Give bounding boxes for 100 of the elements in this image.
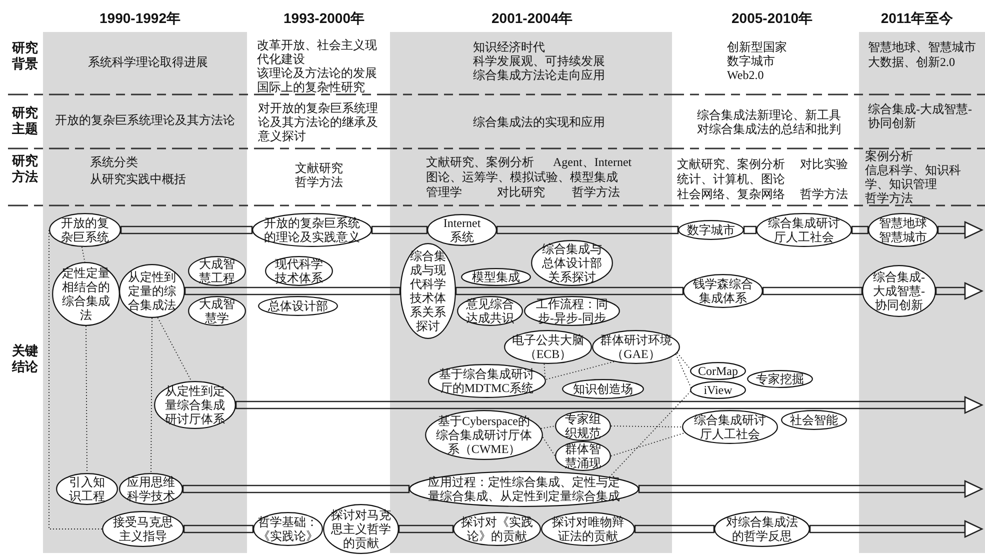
table-text: 该理论及方法论的发展 [257, 66, 377, 80]
concept-ellipse: iView [690, 381, 746, 399]
table-text: 案例分析 [865, 149, 913, 163]
table-text: 哲学方法 [295, 175, 343, 189]
concept-ellipse: 知识创造场 [562, 379, 644, 399]
concept-ellipse: 总体设计部 [258, 296, 338, 316]
double-line [634, 524, 715, 534]
concept-ellipse: 群体研讨环境（GAE） [592, 330, 680, 364]
concept-ellipse: 定性定量相结合的综合集成法 [52, 262, 120, 326]
table-text: 文献研究、案例分析 [426, 155, 534, 169]
table-text: 哲学方法 [572, 185, 620, 199]
hollow-arrow [809, 520, 983, 538]
row-heading: 研究方法 [12, 153, 39, 185]
concept-ellipse: 群体智慧涌现 [555, 441, 611, 471]
double-line [183, 524, 254, 534]
table-text: 科学发展观、可持续发展 [473, 54, 605, 68]
concept-ellipse: 引入知识工程 [56, 473, 118, 505]
double-line [851, 226, 869, 234]
table-text: 哲学方法 [865, 191, 913, 205]
row-heading: 研究主题 [12, 105, 39, 137]
period-heading: 2001-2004年 [492, 10, 572, 26]
table-text: 社会网络、复杂网络 [677, 187, 785, 201]
dotted-line [81, 246, 86, 262]
table-text: 综合集成法的实现和应用 [473, 115, 605, 129]
concept-ellipse: 对综合集成法的哲学反思 [714, 511, 810, 547]
dotted-line [610, 426, 682, 428]
concept-ellipse: 开放的复杂巨系统 [49, 213, 121, 247]
concept-ellipse: 开放的复杂巨系统的理论及实践意义 [252, 213, 372, 247]
concept-ellipse: 模型集成 [461, 268, 531, 286]
table-text: 对综合集成法的总结和批判 [697, 122, 841, 136]
concept-ellipse: 从定性到定量的综合集成法 [119, 264, 185, 318]
double-line [743, 226, 757, 234]
concept-ellipse: 综合集成-大成智慧-协同创新 [862, 265, 936, 317]
table-text: 系统科学理论取得进展 [88, 55, 208, 69]
double-line [496, 226, 679, 234]
period-heading: 2005-2010年 [732, 10, 812, 26]
concept-ellipse: 综合集成与现代科学技术体系关系探讨 [400, 243, 456, 339]
concept-ellipse: 接受马克思主义指导 [102, 511, 184, 547]
table-text: Web2.0 [727, 68, 764, 82]
table-text: 系统分类 [90, 155, 138, 169]
dotted-line [540, 426, 556, 429]
concept-ellipse: 哲学基础：《实践论》 [253, 512, 323, 546]
double-line [398, 524, 454, 534]
concept-ellipse: 钱学森综合集成体系 [683, 274, 763, 308]
period-heading: 2011年至今 [880, 10, 954, 26]
concept-ellipse: 智慧地球智慧城市 [868, 213, 938, 247]
double-line [184, 286, 401, 296]
dotted-line [610, 432, 686, 456]
hollow-arrow [935, 282, 983, 300]
period-heading: 1993-2000年 [284, 10, 364, 26]
table-text: 对比研究 [497, 185, 545, 199]
table-text: 知识经济时代 [473, 40, 545, 54]
concept-ellipse: 专家组织规范 [555, 411, 611, 441]
table-text: 哲学方法 [800, 187, 848, 201]
concept-ellipse: 探讨对《实践论》的贡献 [453, 512, 541, 546]
table-text: 开放的复杂巨系统理论及其方法论 [55, 113, 235, 127]
concept-ellipse: 探讨对马克思主义哲学的贡献 [323, 504, 399, 554]
double-line [182, 484, 410, 494]
table-text: 文献研究、案例分析 [677, 157, 785, 171]
row-heading: 关键结论 [12, 343, 39, 375]
table-text: 改革开放、社会主义现代化建设 [257, 38, 378, 66]
period-heading: 1990-1992年 [100, 10, 180, 26]
table-text: 国际上的复杂性研究 [257, 80, 365, 94]
concept-ellipse: 大成智慧学 [188, 296, 246, 326]
table-text: 文献研究 [295, 161, 343, 175]
dotted-line [150, 318, 152, 474]
dotted-line [544, 363, 546, 378]
table-text: 创新型国家 [727, 40, 787, 54]
dotted-line [676, 352, 691, 370]
table-text: 信息科学、知识科学、知识管理 [865, 163, 962, 191]
concept-ellipse: 专家挖掘 [747, 370, 813, 388]
table-text: 对比实验 [800, 157, 848, 171]
dotted-line [157, 317, 192, 382]
table-text: 统计、计算机、图论 [677, 172, 785, 186]
double-line [371, 226, 428, 234]
concept-ellipse: 社会智能 [781, 410, 847, 430]
table-text: 综合集成-大成智慧-协同创新 [868, 102, 973, 130]
dotted-line [542, 436, 556, 456]
table-text: 数字城市 [727, 54, 775, 68]
table-text: 大数据、创新2.0 [868, 55, 955, 69]
table-text: 管理学 [426, 185, 462, 199]
table-text: 图论、运筹学、模拟试验、模型集成 [426, 170, 618, 184]
hollow-arrow [235, 396, 983, 414]
concept-ellipse: 探讨对唯物辩证法的贡献 [541, 512, 635, 546]
table-text: 智慧地球、智慧城市 [868, 40, 976, 54]
concept-ellipse: 综合集成研讨厅人工社会 [682, 410, 778, 444]
hollow-arrow [638, 480, 983, 498]
double-line [120, 226, 253, 234]
concept-ellipse: Internet系统 [427, 214, 497, 246]
table-text: 综合集成法新理论、新工具 [697, 108, 841, 122]
hollow-arrow [937, 221, 983, 239]
dotted-line [545, 361, 614, 380]
double-line [455, 286, 684, 296]
table-text: 对开放的复杂巨系统理论及其方法论的继承及意义探讨 [258, 101, 379, 143]
concept-ellipse: CorMap [690, 362, 746, 380]
concept-ellipse: 数字城市 [678, 220, 744, 240]
table-text: 综合集成方法论走向应用 [473, 68, 605, 82]
dotted-line [86, 326, 88, 474]
concept-ellipse: 电子公共大脑（ECB） [504, 330, 592, 364]
double-line [762, 286, 863, 296]
